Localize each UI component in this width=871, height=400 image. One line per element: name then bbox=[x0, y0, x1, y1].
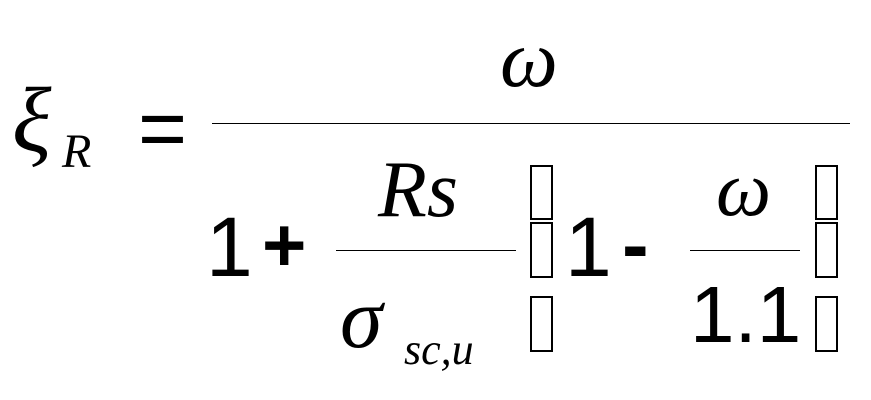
inner-numerator-rs: Rs bbox=[378, 146, 458, 234]
xi-subscript: R bbox=[62, 125, 92, 178]
left-bracket-top-box bbox=[530, 165, 553, 220]
xi-symbol: ξ bbox=[12, 69, 52, 171]
denominator-one: 1 bbox=[206, 200, 253, 294]
right-bracket-middle-box bbox=[815, 222, 838, 278]
main-numerator-omega: ω bbox=[500, 13, 558, 104]
omega-fraction-bar bbox=[690, 250, 800, 251]
main-fraction-bar bbox=[212, 123, 850, 124]
right-bracket-top-box bbox=[815, 165, 838, 220]
sigma-subscript: sc,u bbox=[404, 325, 474, 374]
left-bracket-bottom-box bbox=[530, 296, 553, 352]
bracket-one: 1 bbox=[565, 200, 612, 294]
inner-omega: ω bbox=[716, 145, 772, 232]
plus-sign: + bbox=[262, 203, 307, 288]
inner-fraction-bar bbox=[336, 250, 516, 251]
minus-sign: - bbox=[622, 200, 649, 289]
right-bracket-bottom-box bbox=[815, 296, 838, 352]
equals-sign: = bbox=[138, 81, 188, 175]
one-point-one: 1.1 bbox=[690, 270, 802, 359]
left-bracket-middle-box bbox=[530, 222, 553, 278]
sigma-symbol: σ bbox=[340, 270, 383, 366]
